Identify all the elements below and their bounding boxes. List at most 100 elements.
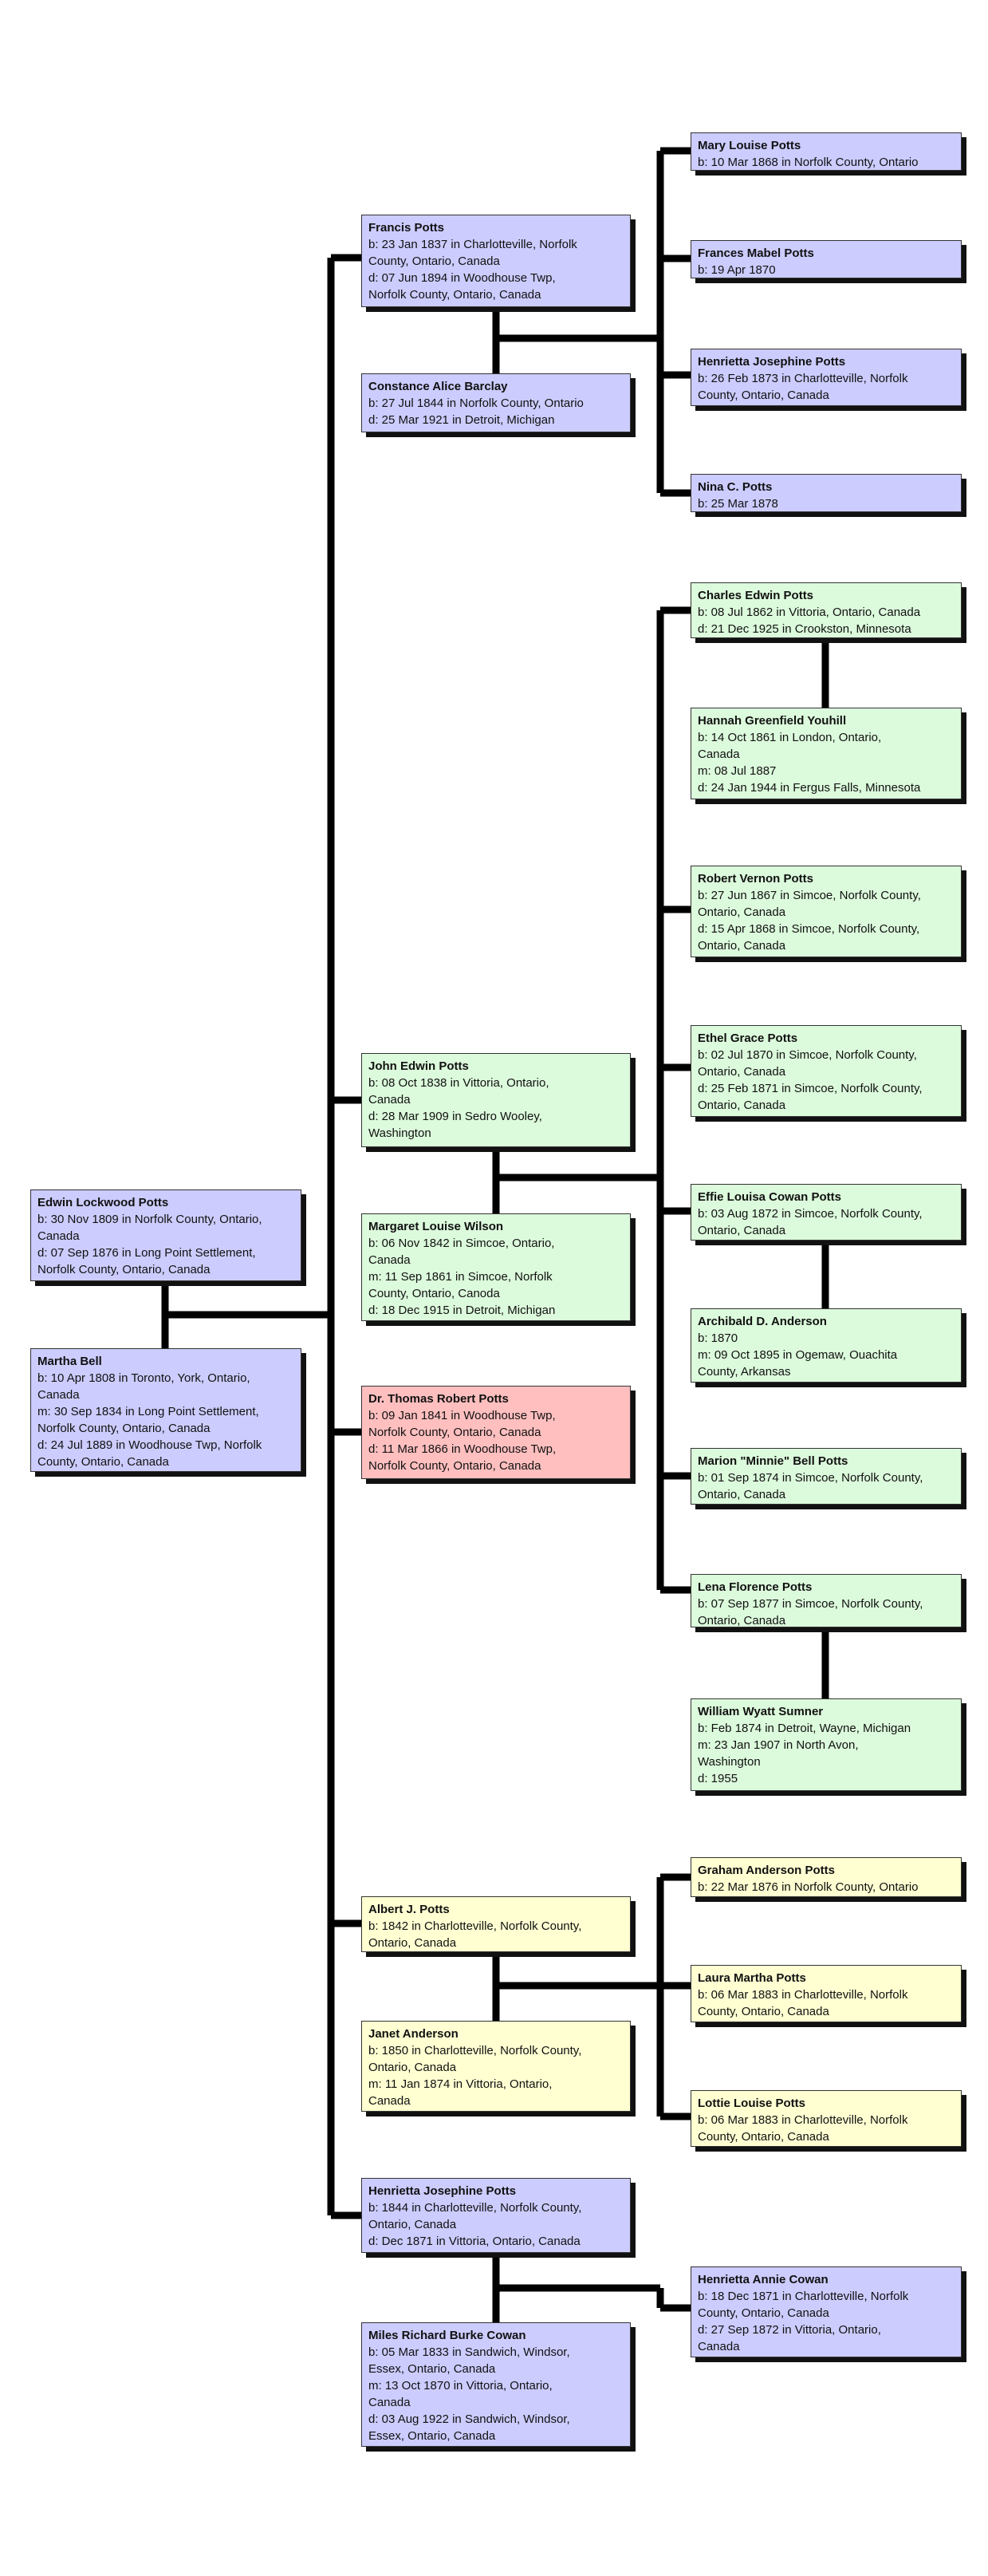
person-detail-line: Ontario, Canada: [698, 1065, 786, 1079]
person-name: Graham Anderson Potts: [698, 1864, 835, 1877]
person-william-wyatt-sumner[interactable]: William Wyatt Sumner b: Feb 1874 in Detro…: [691, 1698, 962, 1791]
person-john-edwin-potts[interactable]: John Edwin Potts b: 08 Oct 1838 in Vittor…: [361, 1053, 631, 1147]
person-detail-line: County, Ontario, Canada: [698, 389, 829, 402]
person-detail-line: b: 02 Jul 1870 in Simcoe, Norfolk County…: [698, 1048, 917, 1062]
person-name: Lottie Louise Potts: [698, 2097, 805, 2110]
person-margaret-louise-wilson[interactable]: Margaret Louise Wilson b: 06 Nov 1842 in …: [361, 1213, 631, 1321]
person-detail-line: m: 08 Jul 1887: [698, 764, 777, 778]
person-edwin-lockwood-potts[interactable]: Edwin Lockwood Potts b: 30 Nov 1809 in No…: [30, 1189, 301, 1281]
person-detail-line: d: 07 Jun 1894 in Woodhouse Twp,: [368, 271, 556, 285]
person-name: John Edwin Potts: [368, 1059, 469, 1073]
person-detail-line: b: 10 Mar 1868 in Norfolk County, Ontari…: [698, 156, 919, 169]
person-detail-line: Washington: [698, 1755, 761, 1769]
person-charles-edwin-potts[interactable]: Charles Edwin Potts b: 08 Jul 1862 in Vit…: [691, 582, 962, 638]
person-detail-line: d: 18 Dec 1915 in Detroit, Michigan: [368, 1304, 556, 1317]
person-detail-line: b: 1870: [698, 1331, 738, 1345]
person-detail-line: Washington: [368, 1126, 431, 1140]
person-detail-line: d: 24 Jul 1889 in Woodhouse Twp, Norfolk: [37, 1438, 262, 1452]
person-detail-line: County, Ontario, Canada: [37, 1455, 169, 1469]
person-detail-line: b: 06 Mar 1883 in Charlotteville, Norfol…: [698, 2113, 908, 2127]
person-detail-line: Ontario, Canada: [698, 939, 786, 953]
person-name: Laura Martha Potts: [698, 1971, 806, 1985]
person-detail-line: m: 30 Sep 1834 in Long Point Settlement,: [37, 1405, 259, 1418]
person-name: Hannah Greenfield Youhill: [698, 714, 847, 728]
person-detail-line: Ontario, Canada: [698, 1224, 786, 1237]
person-detail-line: b: 18 Dec 1871 in Charlotteville, Norfol…: [698, 2290, 909, 2303]
person-detail-line: d: 15 Apr 1868 in Simcoe, Norfolk County…: [698, 922, 920, 936]
person-detail-line: d: Dec 1871 in Vittoria, Ontario, Canada: [368, 2235, 581, 2248]
person-name: Constance Alice Barclay: [368, 380, 508, 393]
person-name: Nina C. Potts: [698, 480, 773, 494]
person-name: Charles Edwin Potts: [698, 589, 814, 602]
person-name: Margaret Louise Wilson: [368, 1220, 504, 1233]
person-detail-line: d: 27 Sep 1872 in Vittoria, Ontario,: [698, 2323, 881, 2337]
person-detail-line: Ontario, Canada: [698, 1099, 786, 1112]
person-detail-line: d: 11 Mar 1866 in Woodhouse Twp,: [368, 1442, 557, 1456]
person-detail-line: Norfolk County, Ontario, Canada: [368, 1459, 541, 1473]
person-detail-line: b: 06 Nov 1842 in Simcoe, Ontario,: [368, 1237, 555, 1250]
person-detail-line: County, Ontario, Canada: [368, 254, 500, 268]
person-detail-line: Canada: [37, 1229, 80, 1243]
person-detail-line: County, Ontario, Canada: [698, 2306, 829, 2320]
person-detail-line: Canada: [368, 1253, 411, 1267]
person-detail-line: Canada: [368, 1093, 411, 1107]
person-detail-line: Canada: [37, 1388, 80, 1402]
person-detail-line: b: 08 Jul 1862 in Vittoria, Ontario, Can…: [698, 606, 921, 619]
person-detail-line: b: Feb 1874 in Detroit, Wayne, Michigan: [698, 1722, 911, 1735]
person-name: Albert J. Potts: [368, 1903, 450, 1916]
person-detail-line: Norfolk County, Ontario, Canada: [37, 1263, 211, 1276]
person-detail-line: m: 13 Oct 1870 in Vittoria, Ontario,: [368, 2379, 553, 2393]
person-detail-line: b: 22 Mar 1876 in Norfolk County, Ontari…: [698, 1880, 919, 1894]
person-detail-line: b: 27 Jul 1844 in Norfolk County, Ontari…: [368, 396, 584, 410]
person-detail-line: d: 07 Sep 1876 in Long Point Settlement,: [37, 1246, 256, 1260]
person-detail-line: d: 25 Mar 1921 in Detroit, Michigan: [368, 413, 555, 427]
person-detail-line: b: 27 Jun 1867 in Simcoe, Norfolk County…: [698, 889, 921, 902]
person-constance-alice-barclay[interactable]: Constance Alice Barclay b: 27 Jul 1844 in…: [361, 373, 631, 432]
person-name: Lena Florence Potts: [698, 1580, 813, 1594]
person-detail-line: Canada: [698, 2340, 740, 2353]
person-detail-line: b: 23 Jan 1837 in Charlotteville, Norfol…: [368, 238, 577, 251]
person-graham-anderson-potts[interactable]: Graham Anderson Potts b: 22 Mar 1876 in N…: [691, 1857, 962, 1897]
person-detail-line: Ontario, Canada: [698, 1614, 786, 1627]
person-detail-line: County, Ontario, Canoda: [368, 1287, 500, 1300]
person-name: Frances Mabel Potts: [698, 247, 814, 260]
person-detail-line: b: 1850 in Charlotteville, Norfolk Count…: [368, 2044, 582, 2057]
person-detail-line: m: 23 Jan 1907 in North Avon,: [698, 1738, 859, 1752]
person-detail-line: Ontario, Canada: [698, 1488, 786, 1501]
person-detail-line: County, Ontario, Canada: [698, 2005, 829, 2018]
person-henrietta-annie-cowan[interactable]: Henrietta Annie Cowan b: 18 Dec 1871 in C…: [691, 2266, 962, 2357]
person-detail-line: b: 08 Oct 1838 in Vittoria, Ontario,: [368, 1076, 549, 1090]
person-name: Edwin Lockwood Potts: [37, 1196, 169, 1209]
person-detail-line: d: 25 Feb 1871 in Simcoe, Norfolk County…: [698, 1082, 923, 1095]
person-lottie-louise-potts[interactable]: Lottie Louise Potts b: 06 Mar 1883 in Cha…: [691, 2090, 962, 2147]
person-detail-line: b: 1844 in Charlotteville, Norfolk Count…: [368, 2201, 582, 2215]
person-name: Effie Louisa Cowan Potts: [698, 1190, 842, 1204]
person-detail-line: Canada: [698, 748, 740, 761]
person-name: Henrietta Annie Cowan: [698, 2273, 829, 2286]
person-detail-line: Norfolk County, Ontario, Canada: [37, 1422, 211, 1435]
person-detail-line: d: 24 Jan 1944 in Fergus Falls, Minnesot…: [698, 781, 921, 795]
person-detail-line: Norfolk County, Ontario, Canada: [368, 1426, 541, 1439]
person-detail-line: b: 30 Nov 1809 in Norfolk County, Ontari…: [37, 1213, 262, 1226]
person-detail-line: Canada: [368, 2396, 411, 2409]
person-name: William Wyatt Sumner: [698, 1705, 824, 1718]
